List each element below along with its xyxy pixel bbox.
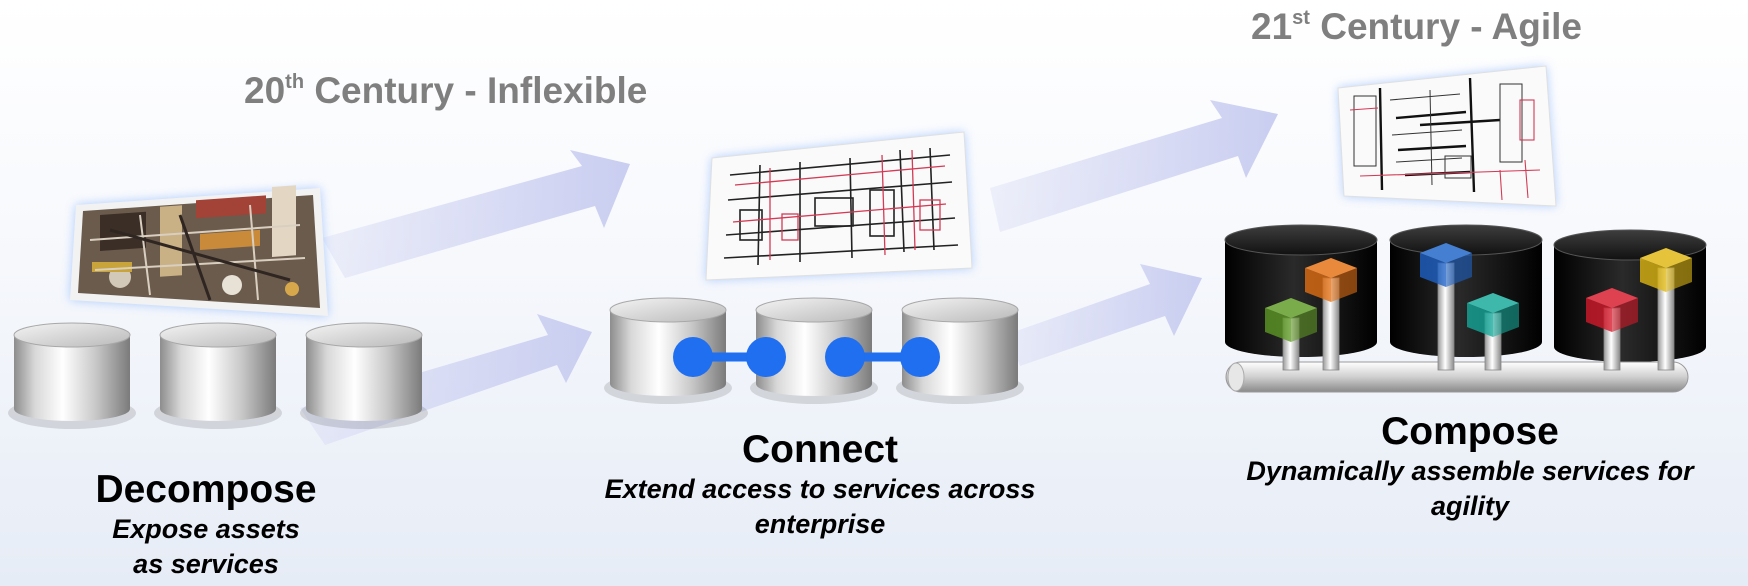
service-cube-icon — [1305, 258, 1357, 371]
arrow-upper-left — [322, 150, 630, 278]
connector-link — [825, 337, 940, 377]
era-suffix: th — [285, 71, 305, 93]
database-cylinder-icon — [750, 297, 878, 404]
stage-description-line: agility — [1430, 491, 1510, 521]
stage-description-line: Dynamically assemble services for — [1246, 456, 1694, 486]
stage-compose: Compose Dynamically assemble services fo… — [1190, 410, 1748, 524]
era-suffix: st — [1292, 7, 1310, 29]
database-cylinder-icon — [896, 297, 1024, 404]
service-cube-icon — [1420, 243, 1472, 371]
stage-title: Connect — [742, 428, 898, 471]
era-label-21st-century: 21st Century - Agile — [1251, 6, 1582, 48]
stage-title: Decompose — [95, 468, 317, 511]
service-cube-icon — [1640, 248, 1692, 371]
era-number: 20 — [244, 70, 286, 111]
stage-description-line: Expose assets — [112, 514, 300, 544]
era-text: Century - Inflexible — [314, 70, 648, 111]
service-cube-icon — [1586, 288, 1638, 371]
service-cube-icon — [1265, 298, 1317, 371]
schematic-icon — [705, 131, 973, 281]
era-text: Century - Agile — [1320, 6, 1582, 47]
service-cube-icon — [1467, 293, 1519, 371]
database-cylinder-icon — [154, 322, 282, 429]
circuit-board-photo-icon — [70, 185, 328, 316]
stage-title: Compose — [1381, 410, 1559, 453]
connector-link — [673, 337, 786, 377]
schematic-icon — [1337, 65, 1557, 207]
database-cylinder-icon — [300, 322, 428, 429]
pipe-bus-icon — [1225, 361, 1689, 393]
era-number: 21 — [1251, 6, 1293, 47]
stage-connect: Connect Extend access to services across… — [540, 428, 1100, 542]
era-label-20th-century: 20th Century - Inflexible — [244, 70, 647, 112]
stage-decompose: Decompose Expose assets as services — [46, 468, 366, 582]
database-cylinder-icon — [8, 322, 136, 429]
database-cylinder-icon — [1389, 224, 1543, 357]
stage-description-line: Extend access to services across — [604, 474, 1036, 504]
arrow-upper-right — [990, 100, 1278, 232]
stage-description-line: as services — [133, 549, 279, 579]
arrow-lower-right — [1008, 264, 1202, 366]
database-cylinder-icon — [604, 297, 732, 404]
stage-description-line: enterprise — [754, 509, 886, 539]
